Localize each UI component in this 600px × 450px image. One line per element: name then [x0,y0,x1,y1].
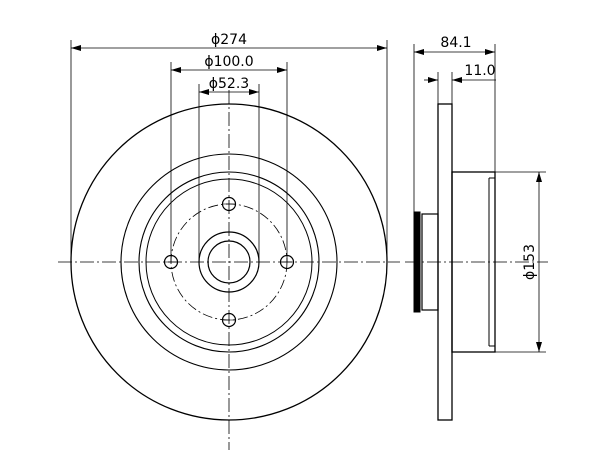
dim-outer-diameter [70,40,388,262]
outer-diameter-label: ϕ274 [211,32,247,48]
overall-width-label: 84.1 [440,35,471,51]
dim-overall-width [413,44,496,212]
disc-thickness-label: 11.0 [464,63,495,79]
bolt-hole-bottom [221,312,237,328]
dim-disc-thickness [424,72,496,104]
front-view [58,90,400,450]
center-bore-inner [207,240,251,284]
dim-bolt-circle [170,62,288,262]
center-bore-diameter-label: ϕ52.3 [209,76,249,92]
dim-hat-diameter [495,171,546,353]
side-view [405,103,548,421]
friction-ring-inner-edge [120,153,338,371]
bolt-hole-top [221,196,237,212]
hat-outer-edge [138,171,320,353]
hat-diameter-label: ϕ153 [522,244,538,280]
dim-center-bore [198,84,260,262]
hat-step-edge [145,178,313,346]
bolt-circle-diameter-label: ϕ100.0 [204,54,253,70]
